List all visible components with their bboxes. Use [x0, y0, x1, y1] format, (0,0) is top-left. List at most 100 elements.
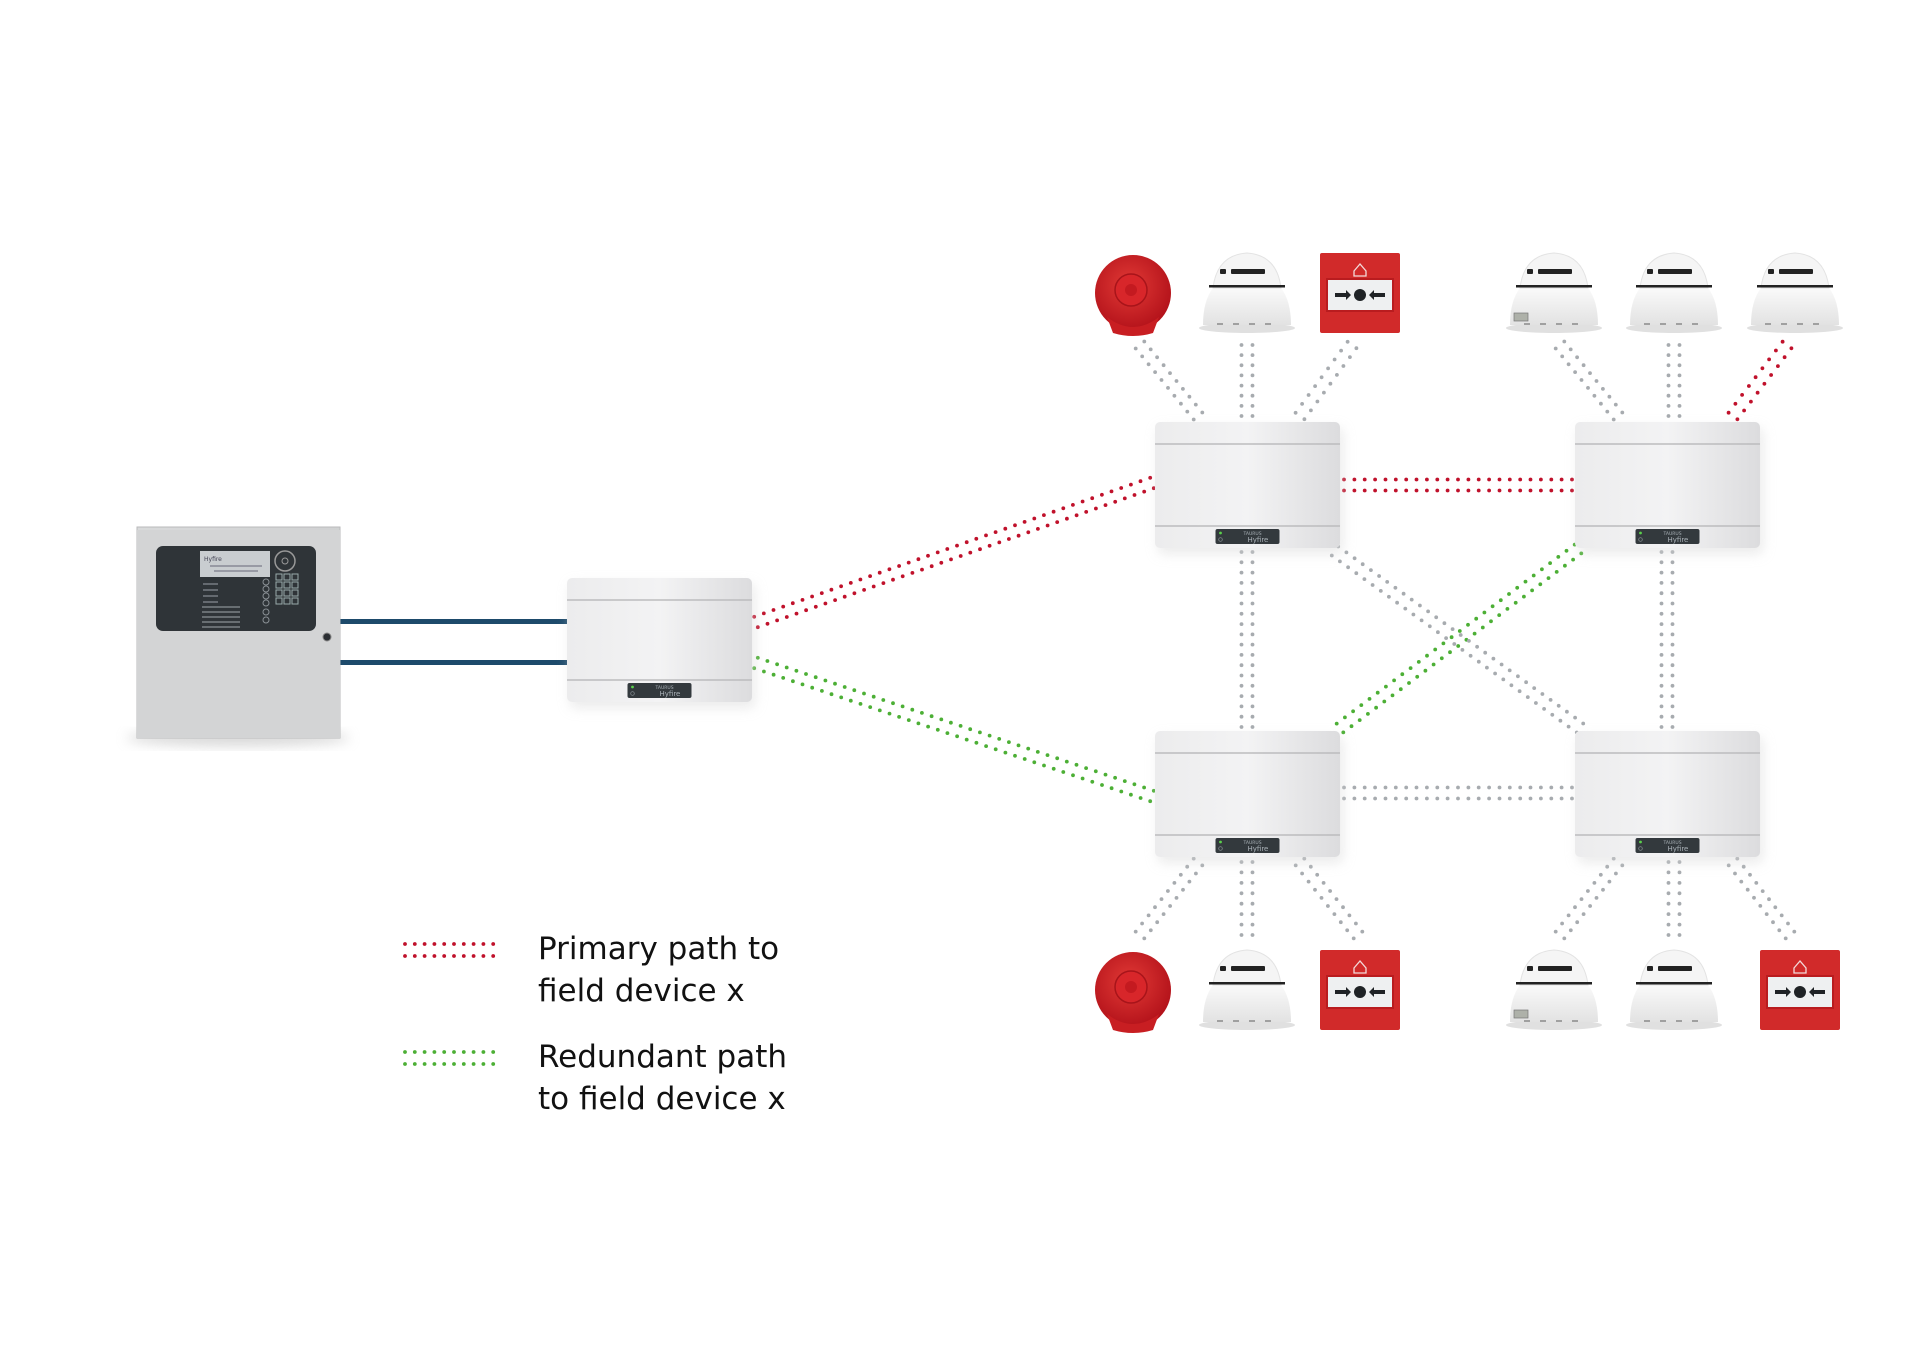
path-dot — [1239, 725, 1244, 729]
panel-zone-buttons[interactable] — [202, 583, 240, 628]
smoke-detector-icon[interactable] — [1626, 252, 1722, 333]
panel-keypad[interactable] — [275, 573, 299, 605]
path-dot — [1239, 663, 1244, 668]
path-dot — [1476, 477, 1481, 482]
path-dot — [800, 682, 805, 687]
path-dot — [1752, 895, 1756, 900]
path-dot — [871, 584, 876, 589]
path-dot — [1733, 871, 1737, 876]
smoke-detector-icon[interactable] — [1506, 949, 1602, 1030]
manual-call-point-icon[interactable] — [1320, 253, 1400, 333]
bus-cable-upper — [340, 619, 568, 624]
path-dot — [1239, 353, 1244, 357]
path-dot — [1586, 889, 1590, 893]
path-dot — [1148, 475, 1153, 480]
path-dot — [1445, 796, 1450, 801]
legend-dot — [471, 1062, 476, 1066]
path-dot — [1354, 921, 1358, 926]
path-dot — [949, 557, 953, 562]
path-dot — [1026, 530, 1031, 535]
path-dot — [1051, 766, 1056, 771]
sounder-icon[interactable] — [1095, 952, 1171, 1033]
path-dot — [1539, 785, 1543, 790]
path-dot — [1442, 621, 1447, 626]
path-dot — [1562, 936, 1567, 941]
path-dot — [881, 581, 886, 585]
panel-nav-dial[interactable] — [274, 550, 296, 572]
path-dot — [1351, 936, 1356, 941]
manual-call-point-icon[interactable] — [1320, 950, 1400, 1030]
smoke-detector-icon[interactable] — [1199, 252, 1295, 333]
path-dot — [1573, 715, 1577, 720]
path-dot — [1747, 384, 1751, 388]
legend-dot — [491, 1050, 496, 1054]
path-dot — [1393, 477, 1398, 482]
path-dot — [1670, 622, 1675, 626]
field-devices — [1095, 252, 1843, 1033]
path-dot — [1570, 796, 1574, 801]
device-spur-5 — [1666, 343, 1682, 418]
path-dot — [1013, 523, 1017, 528]
manual-call-point-icon[interactable] — [1760, 950, 1840, 1030]
path-dot — [1767, 357, 1771, 362]
path-dot — [1789, 346, 1794, 351]
path-dot — [1677, 901, 1682, 906]
path-bottom-left-to-bottom-right — [1342, 785, 1574, 801]
path-dot — [1326, 904, 1330, 908]
path-dot — [1109, 489, 1114, 494]
legend-dot — [442, 954, 447, 958]
path-dot — [1677, 373, 1682, 378]
path-dot — [1239, 922, 1244, 927]
path-dot — [1611, 417, 1616, 422]
path-dot — [1342, 785, 1346, 790]
bus-cable-lower — [340, 660, 568, 665]
path-dot — [881, 698, 886, 702]
path-dot — [1769, 373, 1773, 377]
smoke-detector-icon[interactable] — [1626, 949, 1722, 1030]
path-dot — [1659, 581, 1664, 585]
panel-key-lock[interactable] — [322, 632, 332, 642]
path-dot — [1739, 879, 1744, 884]
smoke-detector-icon[interactable] — [1506, 252, 1602, 333]
path-dot — [1065, 516, 1069, 521]
smoke-detector-icon[interactable] — [1747, 252, 1843, 333]
path-dot — [1093, 769, 1098, 774]
path-dot — [1250, 581, 1255, 585]
path-dot — [1771, 920, 1775, 925]
path-dot — [1425, 488, 1429, 493]
control-panel[interactable]: Hyfire — [126, 526, 350, 746]
legend-dot — [491, 954, 496, 958]
path-dot — [1239, 912, 1244, 916]
path-dot — [784, 615, 789, 619]
path-dot — [1354, 346, 1359, 351]
legend-dot — [461, 942, 466, 946]
module-model: TAURUS — [1663, 840, 1682, 846]
path-dot — [858, 702, 863, 706]
smoke-detector-icon[interactable] — [1199, 949, 1295, 1030]
path-dot — [1342, 477, 1346, 482]
path-dot — [1497, 796, 1502, 801]
path-dot — [1142, 785, 1146, 790]
legend-dot — [403, 1050, 407, 1054]
legend-dot — [481, 942, 486, 946]
path-dot — [897, 715, 901, 719]
path-dot — [939, 560, 944, 565]
path-dot — [1507, 668, 1512, 673]
sounder-icon[interactable] — [1095, 255, 1171, 336]
path-dot — [1051, 509, 1056, 514]
module-model: TAURUS — [655, 685, 674, 691]
module-housing — [1155, 731, 1340, 857]
path-dot — [1573, 370, 1577, 374]
path-dot — [1352, 488, 1357, 493]
path-dot — [1351, 709, 1355, 714]
path-dot — [1344, 550, 1349, 555]
path-dot — [1540, 692, 1545, 696]
path-dot — [1373, 785, 1377, 790]
legend-dot — [491, 1062, 496, 1066]
